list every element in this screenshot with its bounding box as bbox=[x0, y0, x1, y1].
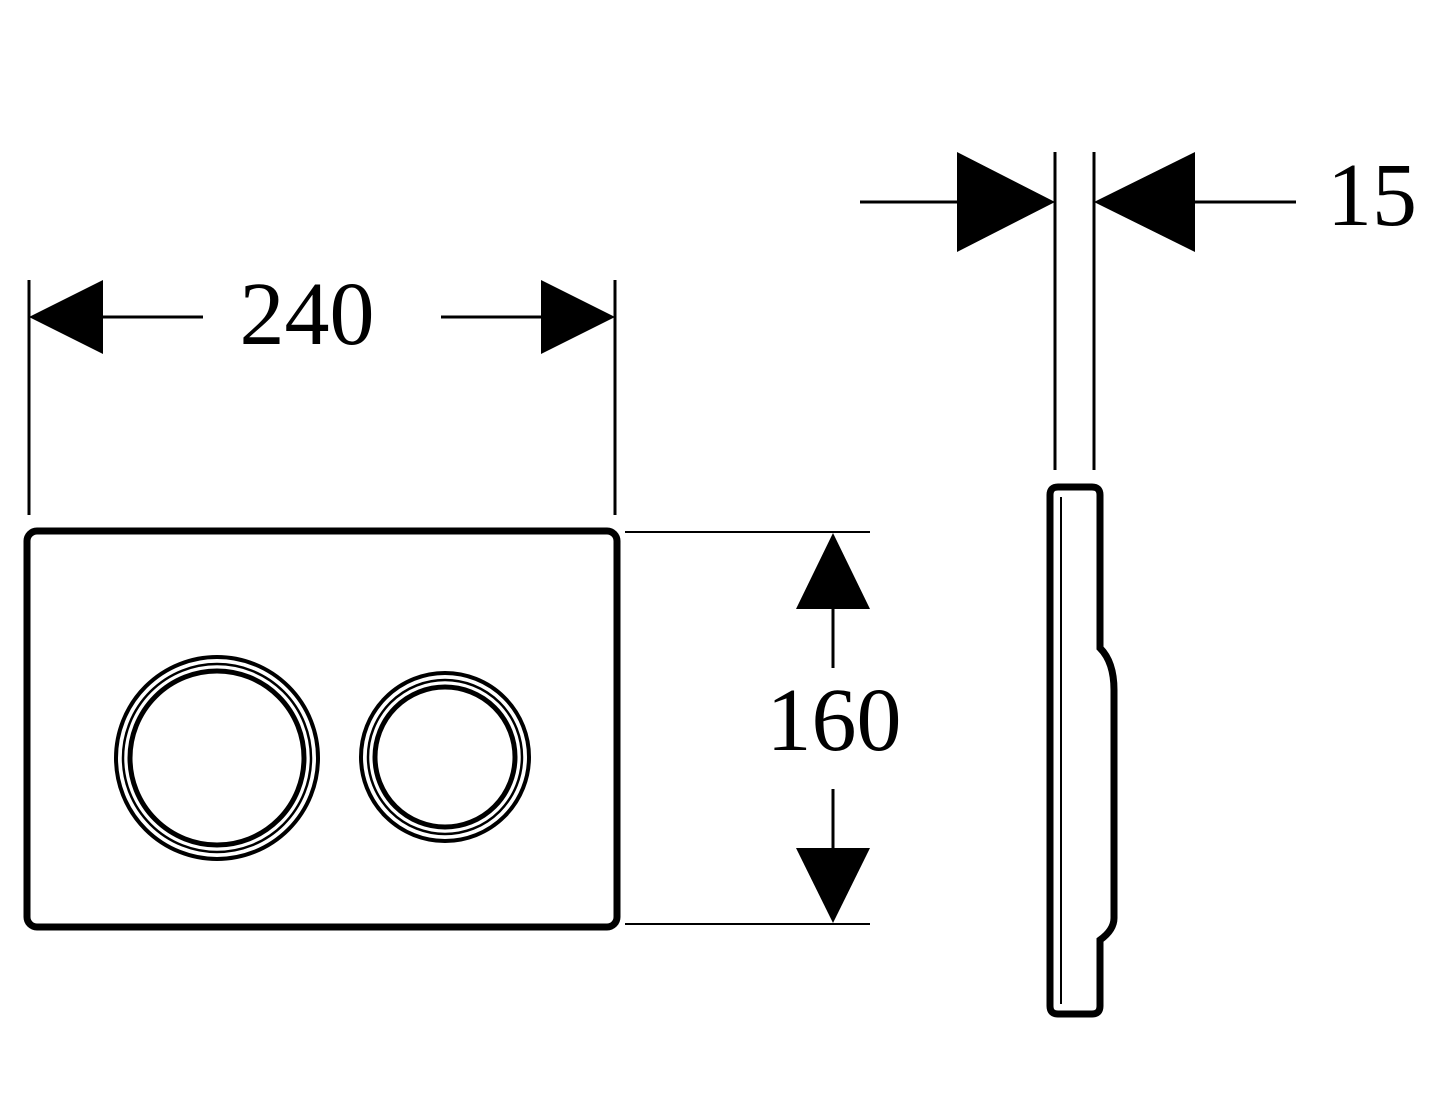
small-flush-button bbox=[359, 671, 531, 843]
width-arrow-right bbox=[541, 280, 615, 354]
plate-outline bbox=[23, 527, 621, 931]
side-profile-outline bbox=[1046, 483, 1118, 1018]
width-dimension: 240 bbox=[27, 265, 617, 515]
depth-dimension-label: 15 bbox=[1327, 146, 1417, 245]
height-arrow-top bbox=[796, 533, 870, 609]
large-flush-button bbox=[114, 655, 320, 861]
depth-dimension: 15 bbox=[860, 146, 1417, 470]
depth-arrow-left bbox=[957, 152, 1055, 252]
width-arrow-left bbox=[29, 280, 103, 354]
width-dimension-label: 240 bbox=[240, 265, 375, 364]
front-view bbox=[23, 527, 621, 931]
depth-arrow-right bbox=[1094, 152, 1195, 252]
height-dimension-label: 160 bbox=[767, 671, 902, 770]
side-view bbox=[1046, 483, 1118, 1018]
height-dimension: 160 bbox=[625, 531, 902, 925]
height-arrow-bottom bbox=[796, 848, 870, 923]
